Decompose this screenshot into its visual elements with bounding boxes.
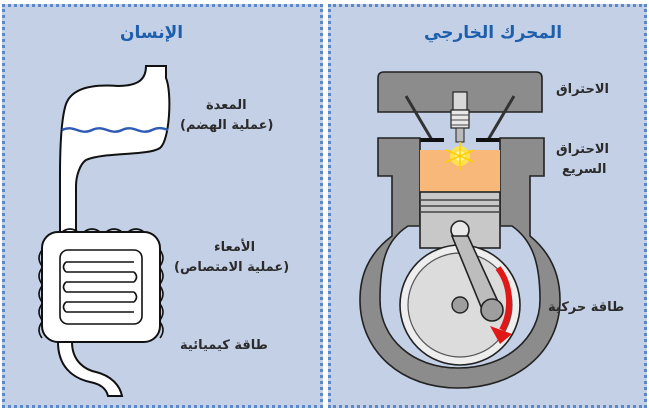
combustion-label: الاحتراق	[556, 80, 609, 100]
digestive-system-illustration	[39, 66, 169, 396]
stomach-label: المعدة	[206, 96, 247, 116]
engine-illustration	[360, 72, 560, 388]
kinetic-energy-label: طاقة حركية	[548, 298, 624, 318]
engine-title: المحرك الخارجي	[424, 23, 562, 43]
stomach-shape	[60, 66, 169, 232]
digestion-label: (عملية الهضم)	[180, 116, 273, 136]
intestines-label: الأمعاء	[214, 238, 255, 258]
absorption-label: (عملية الامتصاص)	[174, 258, 289, 278]
chemical-energy-label: طاقة كيميائية	[180, 336, 268, 356]
rapid-combustion-label-line2: السريع	[562, 160, 606, 180]
spark-plug	[451, 92, 469, 142]
rectum	[58, 342, 122, 396]
human-title: الإنسان	[120, 23, 183, 43]
rapid-combustion-label-line1: الاحتراق	[556, 140, 609, 160]
